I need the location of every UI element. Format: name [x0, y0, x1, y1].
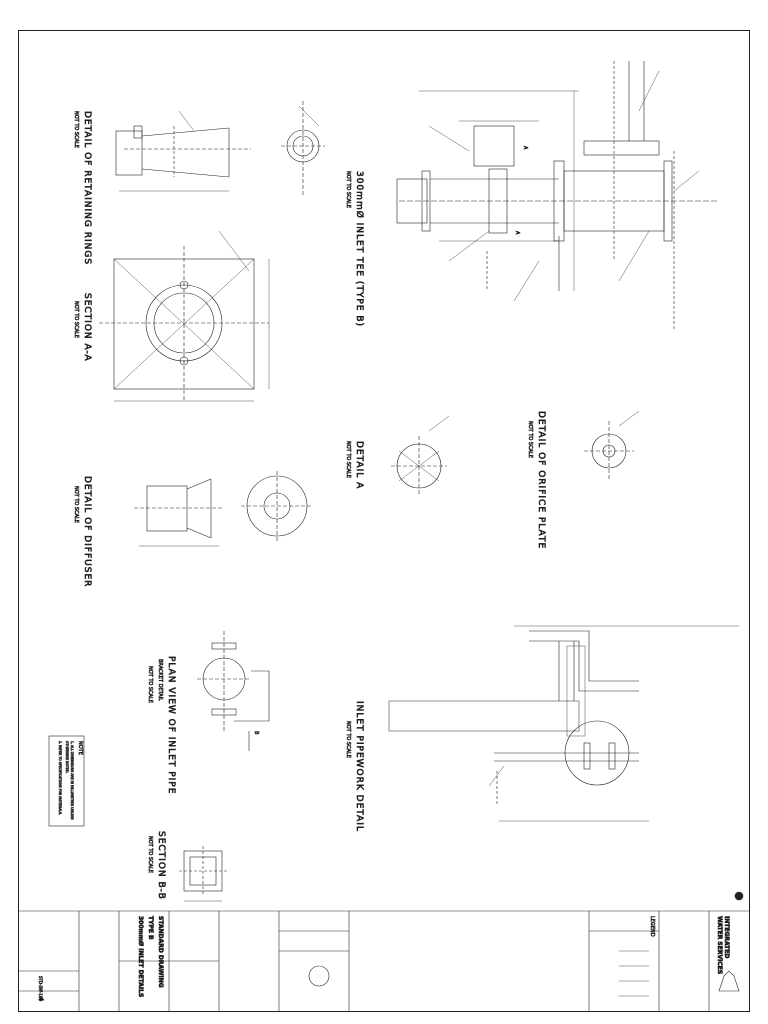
diffuser-detail	[134, 471, 313, 547]
retaining-rings-title: DETAIL OF RETAINING RINGS	[82, 111, 92, 265]
drawing-number: STD-SW-100	[38, 976, 43, 1001]
detail-a	[391, 415, 450, 496]
inlet-tee-title: 300mmØ INLET TEE (TYPE B)	[354, 171, 365, 327]
notes-line-2: OTHERWISE NOTED.	[65, 741, 69, 773]
section-marker-b: B	[253, 731, 259, 735]
inlet-tee-detail	[396, 61, 719, 331]
notes-heading: NOTE	[77, 741, 83, 755]
pipework-title: INLET PIPEWORK DETAIL	[354, 701, 364, 832]
org-name-line1: INTEGRATED	[723, 916, 730, 958]
section-marker-a-2: A	[522, 146, 528, 150]
section-aa-scale: NOT TO SCALE	[73, 301, 79, 338]
section-marker-a: A	[514, 231, 520, 235]
sheet-number: 4	[37, 997, 44, 1001]
plan-view-detail	[197, 631, 270, 751]
orifice-plate-scale: NOT TO SCALE	[527, 421, 533, 458]
section-aa-detail	[99, 230, 270, 402]
notes-line-3: 2. REFER TO SPECIFICATIONS FOR MATERIALS…	[58, 741, 62, 815]
section-bb-title: SECTION B-B	[156, 831, 166, 900]
detail-a-title: DETAIL A	[354, 441, 364, 489]
org-name-line2: WATER SERVICES	[716, 916, 723, 974]
title-block	[19, 891, 749, 1011]
plan-view-subtitle: BRACKET DETAIL	[157, 659, 163, 701]
notes-box	[48, 735, 85, 827]
section-bb-detail	[179, 846, 227, 902]
inlet-tee-scale: NOT TO SCALE	[345, 171, 351, 208]
retaining-rings-scale: NOT TO SCALE	[73, 111, 79, 148]
detail-a-scale: NOT TO SCALE	[345, 441, 351, 478]
plan-view-title: PLAN VIEW OF INLET PIPE	[166, 656, 176, 794]
retaining-rings-detail	[115, 101, 325, 196]
plan-view-scale: NOT TO SCALE	[147, 666, 153, 703]
diffuser-scale: NOT TO SCALE	[73, 486, 79, 523]
drawing-type: TYPE B	[147, 916, 154, 940]
orifice-plate-title: DETAIL OF ORIFICE PLATE	[536, 411, 546, 549]
pipework-scale: NOT TO SCALE	[345, 721, 351, 758]
section-bb-scale: NOT TO SCALE	[147, 836, 153, 873]
section-aa-title: SECTION A-A	[82, 293, 92, 362]
diffuser-title: DETAIL OF DIFFUSER	[82, 476, 92, 587]
pipework-detail	[388, 625, 739, 822]
orifice-plate-detail	[584, 410, 640, 481]
legend-label: LEGEND	[649, 916, 655, 937]
notes-line-1: 1. ALL DIMENSIONS ARE IN MILLIMETRES UNL…	[70, 741, 74, 820]
drawing-subject: 300mmØ INLET DETAILS	[137, 916, 144, 997]
drawing-sheet: DETAIL OF RETAINING RINGS NOT TO SCALE 3…	[18, 30, 750, 1012]
drawing-title: STANDARD DRAWING	[157, 916, 164, 988]
